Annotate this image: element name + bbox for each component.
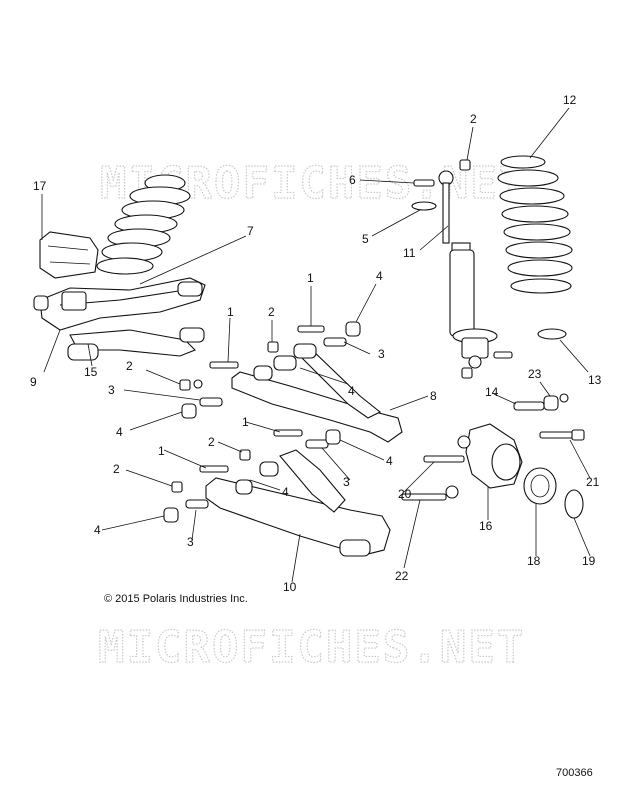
callout-2: 2 (268, 305, 275, 319)
drawing-number: 700366 (556, 767, 593, 779)
copyright-notice: © 2015 Polaris Industries Inc. (104, 593, 248, 605)
callout-10: 10 (283, 580, 297, 594)
left-coil-spring (96, 174, 191, 275)
coil-spring (497, 155, 573, 340)
callout-9: 9 (30, 375, 37, 389)
callout-4: 4 (282, 485, 289, 499)
callout-13: 13 (588, 373, 602, 387)
callout-1: 1 (227, 305, 234, 319)
callout-1: 1 (242, 415, 249, 429)
callout-4: 4 (116, 425, 123, 439)
callout-3: 3 (378, 347, 385, 361)
callout-2: 2 (470, 112, 477, 126)
callout-1: 1 (158, 444, 165, 458)
callout-3: 3 (343, 475, 350, 489)
callout-12: 12 (563, 93, 577, 107)
callout-2: 2 (208, 435, 215, 449)
callout-21: 21 (586, 475, 600, 489)
callout-14: 14 (485, 385, 499, 399)
lower-control-arm (163, 429, 391, 557)
upper-control-arm (179, 321, 403, 443)
callout-23: 23 (528, 367, 542, 381)
callout-17: 17 (33, 179, 47, 193)
callout-3: 3 (108, 383, 115, 397)
callout-4: 4 (94, 523, 101, 537)
callout-7: 7 (247, 224, 254, 238)
callout-22: 22 (395, 569, 409, 583)
callout-3: 3 (187, 535, 194, 549)
callout-1: 1 (307, 271, 314, 285)
callout-2: 2 (113, 462, 120, 476)
watermark-bottom: MICROFICHES.NET (98, 622, 525, 673)
callout-16: 16 (479, 519, 493, 533)
callout-4: 4 (386, 454, 393, 468)
callout-8: 8 (430, 389, 437, 403)
callout-2: 2 (126, 359, 133, 373)
callout-11: 11 (403, 246, 416, 260)
callout-18: 18 (527, 554, 541, 568)
callout-labels: 12 2 6 17 5 7 11 1 4 1 2 3 9 15 13 2 23 … (30, 93, 602, 594)
shock-absorber (411, 159, 513, 379)
callout-15: 15 (84, 365, 98, 379)
callout-4: 4 (376, 269, 383, 283)
callout-19: 19 (582, 554, 596, 568)
shock-assembly-left (33, 174, 206, 361)
callout-20: 20 (398, 487, 412, 501)
callout-4: 4 (348, 384, 355, 398)
callout-6: 6 (349, 173, 356, 187)
leader-lines (41, 107, 591, 583)
callout-5: 5 (362, 232, 369, 246)
bearing-carrier (401, 393, 585, 519)
